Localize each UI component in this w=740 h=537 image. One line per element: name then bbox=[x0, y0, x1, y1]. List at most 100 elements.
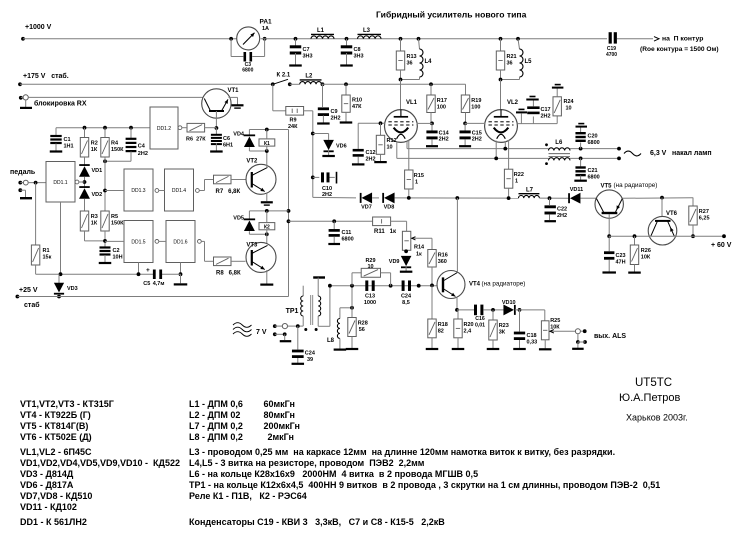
svg-text:24К: 24К bbox=[288, 124, 298, 130]
svg-text:2мкГн: 2мкГн bbox=[268, 432, 294, 442]
svg-text:DD1 - К 561ЛН2: DD1 - К 561ЛН2 bbox=[20, 517, 87, 527]
svg-text:+175 V стаб.: +175 V стаб. bbox=[23, 72, 69, 80]
svg-text:C16: C16 bbox=[475, 316, 485, 322]
svg-text:DD1.6: DD1.6 bbox=[173, 240, 187, 246]
svg-text:педаль: педаль bbox=[10, 169, 36, 176]
svg-text:VD5: VD5 bbox=[233, 215, 244, 221]
svg-text:C4: C4 bbox=[138, 144, 146, 150]
svg-text:вых. ALS: вых. ALS bbox=[594, 333, 626, 340]
svg-text:VL1: VL1 bbox=[406, 100, 418, 106]
svg-text:VL2: VL2 bbox=[507, 100, 519, 106]
svg-text:200мкГн: 200мкГн bbox=[264, 421, 301, 431]
svg-text:C14: C14 bbox=[439, 130, 450, 136]
svg-text:VD1: VD1 bbox=[92, 168, 103, 174]
svg-text:DD1.3: DD1.3 bbox=[131, 188, 145, 194]
svg-text:6800: 6800 bbox=[588, 175, 600, 181]
svg-text:+: + bbox=[146, 267, 150, 274]
svg-text:C22: C22 bbox=[557, 207, 567, 213]
svg-text:VL1,VL2 - 6П45С: VL1,VL2 - 6П45С bbox=[20, 447, 92, 457]
svg-text:C6: C6 bbox=[223, 136, 230, 142]
svg-text:VD11: VD11 bbox=[570, 187, 583, 193]
svg-text:R10: R10 bbox=[352, 98, 362, 104]
svg-text:10: 10 bbox=[367, 264, 373, 270]
svg-text:L2 - ДПМ 02: L2 - ДПМ 02 bbox=[189, 410, 240, 420]
svg-text:VD6: VD6 bbox=[336, 144, 347, 150]
svg-text:1К: 1К bbox=[91, 221, 98, 227]
svg-text:R5: R5 bbox=[111, 214, 118, 220]
svg-text:(на радиаторе): (на радиаторе) bbox=[614, 182, 658, 189]
svg-text:ТР1: ТР1 bbox=[286, 308, 299, 315]
svg-text:R17: R17 bbox=[437, 98, 447, 104]
svg-text:C8: C8 bbox=[354, 47, 361, 53]
svg-text:1к: 1к bbox=[416, 252, 422, 258]
svg-text:2Н2: 2Н2 bbox=[322, 192, 332, 198]
svg-text:C9: C9 bbox=[331, 109, 338, 115]
svg-text:Ю.А.Петров: Ю.А.Петров bbox=[619, 392, 680, 404]
svg-text:К1: К1 bbox=[264, 141, 270, 147]
svg-text:10: 10 bbox=[387, 145, 393, 151]
svg-text:(на радиаторе): (на радиаторе) bbox=[482, 281, 526, 288]
svg-text:6800: 6800 bbox=[242, 67, 253, 73]
svg-text:блокировка RX: блокировка RX bbox=[34, 100, 87, 108]
svg-text:36: 36 bbox=[507, 61, 513, 67]
svg-text:0,33: 0,33 bbox=[527, 340, 538, 346]
svg-text:C1: C1 bbox=[64, 137, 71, 143]
svg-text:VT4 - КТ922Б (Г): VT4 - КТ922Б (Г) bbox=[20, 410, 91, 420]
svg-text:DD1.5: DD1.5 bbox=[131, 240, 145, 246]
svg-text:6Н1: 6Н1 bbox=[223, 143, 233, 149]
svg-text:+ 60 V: + 60 V bbox=[711, 242, 732, 249]
svg-text:R15: R15 bbox=[414, 173, 424, 179]
svg-text:36: 36 bbox=[407, 61, 413, 67]
svg-text:C11: C11 bbox=[342, 230, 352, 236]
svg-text:на П контур: на П контур bbox=[662, 36, 703, 43]
svg-text:VD1,VD2,VD4,VD5,VD9,VD10 - КД: VD1,VD2,VD4,VD5,VD9,VD10 - КД522 bbox=[20, 458, 180, 468]
svg-text:1: 1 bbox=[415, 180, 418, 186]
svg-text:C24: C24 bbox=[305, 351, 316, 357]
svg-text:PA1: PA1 bbox=[260, 19, 273, 26]
svg-text:VD11 - КД102: VD11 - КД102 bbox=[20, 502, 77, 512]
svg-text:DD1.4: DD1.4 bbox=[172, 188, 186, 194]
svg-text:R14: R14 bbox=[414, 245, 425, 251]
svg-text:10: 10 bbox=[566, 106, 572, 112]
svg-text:3Н3: 3Н3 bbox=[354, 54, 364, 60]
svg-text:L2: L2 bbox=[305, 74, 313, 80]
svg-text:C2: C2 bbox=[113, 248, 120, 254]
svg-text:L3 - проводом 0,25 мм на карк: L3 - проводом 0,25 мм на каркасе 12мм на… bbox=[189, 447, 615, 457]
svg-text:R3: R3 bbox=[91, 214, 98, 220]
svg-text:C19: C19 bbox=[607, 46, 616, 52]
svg-text:L3: L3 bbox=[363, 28, 371, 34]
svg-text:R21: R21 bbox=[507, 54, 517, 60]
svg-text:R9: R9 bbox=[290, 118, 297, 124]
svg-text:R26: R26 bbox=[641, 248, 651, 254]
svg-text:C18: C18 bbox=[527, 333, 537, 339]
svg-text:ТР1 - на кольце К12х6х4,5 400: ТР1 - на кольце К12х6х4,5 400НН 9 витков… bbox=[189, 480, 660, 490]
svg-text:VT6: VT6 bbox=[666, 211, 678, 217]
svg-text:C12: C12 bbox=[366, 150, 376, 156]
svg-text:1A: 1A bbox=[262, 26, 269, 32]
svg-text:VT4: VT4 bbox=[469, 281, 481, 287]
svg-text:150К: 150К bbox=[111, 147, 124, 153]
svg-text:+25 V: +25 V bbox=[19, 287, 38, 294]
svg-text:R25: R25 bbox=[550, 318, 560, 324]
svg-text:VT5 - КТ814Г(В): VT5 - КТ814Г(В) bbox=[20, 421, 88, 431]
svg-text:2Н2: 2Н2 bbox=[138, 151, 148, 157]
svg-text:1: 1 bbox=[515, 179, 518, 185]
svg-text:R23: R23 bbox=[499, 323, 509, 329]
svg-text:UT5TC: UT5TC bbox=[635, 377, 672, 389]
svg-text:VD7: VD7 bbox=[361, 205, 372, 211]
svg-text:L1: L1 bbox=[317, 28, 325, 34]
svg-text:VD7,VD8 - КД510: VD7,VD8 - КД510 bbox=[20, 491, 92, 501]
svg-text:47К: 47К bbox=[352, 104, 362, 110]
svg-text:накал ламп: накал ламп bbox=[672, 150, 712, 157]
svg-text:2Н2: 2Н2 bbox=[366, 157, 376, 163]
svg-text:VD3: VD3 bbox=[67, 286, 78, 292]
svg-text:6800: 6800 bbox=[588, 140, 600, 146]
svg-text:R28: R28 bbox=[358, 321, 368, 327]
svg-text:VT1,VT2,VT3 - КТ315Г: VT1,VT2,VT3 - КТ315Г bbox=[20, 399, 114, 409]
svg-text:47Н: 47Н bbox=[616, 260, 626, 266]
svg-text:10К: 10К bbox=[641, 255, 651, 261]
svg-text:L1 - ДПМ 0,6: L1 - ДПМ 0,6 bbox=[189, 399, 243, 409]
svg-text:стаб: стаб bbox=[24, 301, 40, 309]
svg-text:R29: R29 bbox=[365, 258, 375, 264]
svg-text:8,5: 8,5 bbox=[402, 300, 410, 306]
